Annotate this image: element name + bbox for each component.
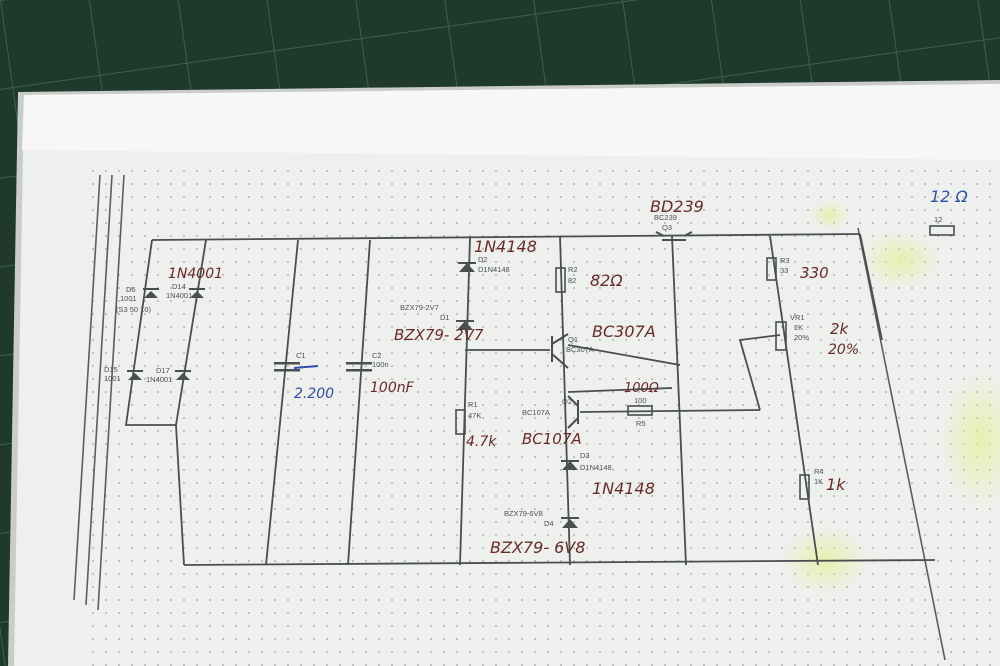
diode-d3 — [561, 460, 579, 470]
c1-strikeout — [293, 365, 319, 369]
label-d6-part: 1001 — [120, 294, 137, 303]
label-d4: D4 — [544, 519, 554, 528]
resistor-r3 — [766, 257, 777, 281]
zener-d4 — [561, 517, 579, 528]
potentiometer-vr1 — [775, 321, 787, 351]
capacitor-c2 — [346, 362, 372, 372]
resistor-right — [929, 225, 955, 236]
highlighter-mark — [810, 200, 850, 230]
highlighter-mark — [940, 370, 1000, 510]
note-r4: 1k — [826, 475, 846, 494]
diode-d6 — [143, 288, 159, 298]
label-r2: R2 — [568, 265, 578, 274]
note-d3: 1N4148 — [592, 479, 655, 498]
transistor-q3 — [655, 231, 693, 241]
resistor-r4 — [799, 474, 810, 500]
note-c2: 100nF — [370, 380, 415, 396]
diode-d15 — [127, 370, 143, 380]
label-q2-part: BC107A — [522, 408, 550, 417]
label-q1: Q1 — [568, 335, 578, 344]
resistor-r2 — [555, 267, 566, 293]
zener-d1 — [456, 320, 474, 330]
label-d15: D15 — [104, 365, 118, 374]
label-c2-value: 100n — [372, 360, 389, 369]
note-c1: 2.200 — [294, 386, 334, 402]
label-d15-part: 1001 — [104, 374, 121, 383]
note-q1: BC307A — [592, 322, 656, 341]
label-r4-value: 1K — [814, 477, 823, 486]
label-right-resistor: 12 — [934, 215, 942, 224]
label-q2: Q2 — [562, 397, 572, 406]
transistor-q1 — [551, 333, 569, 369]
label-c1: C1 — [296, 351, 306, 360]
note-d4: BZX79- 6V8 — [490, 538, 585, 557]
highlighter-mark — [860, 230, 940, 290]
note-vr1-tolerance: 20% — [828, 342, 859, 358]
circuit-traces — [124, 233, 936, 566]
label-d17: D17 — [156, 366, 170, 375]
note-d14: 1N4001 — [168, 266, 223, 282]
label-r5: R5 — [636, 419, 646, 428]
diode-d17 — [175, 370, 191, 380]
label-d14: D14 — [172, 282, 186, 291]
label-d4-part: BZX79-6V8 — [504, 509, 543, 518]
label-r3-value: 33 — [780, 266, 788, 275]
label-r5-value: 100 — [634, 396, 647, 405]
resistor-r5 — [627, 405, 653, 416]
label-r2-value: 82 — [568, 276, 576, 285]
label-r4: R4 — [814, 467, 824, 476]
label-d1: D1 — [440, 313, 450, 322]
note-right-resistor: 12 Ω — [930, 187, 968, 206]
label-d6-extra: (S3 50 10) — [116, 305, 152, 314]
label-c2: C2 — [372, 351, 382, 360]
dot-grid — [92, 168, 1000, 666]
label-d17-part: 1N4001 — [146, 375, 172, 384]
label-d3-part: D1N4148 — [580, 463, 612, 472]
label-d14-part: 1N4001 — [166, 291, 192, 300]
paper-top-margin — [22, 84, 1000, 160]
note-q2: BC107A — [522, 430, 582, 448]
resistor-r1 — [455, 409, 466, 435]
label-d1-part: BZX79-2V7 — [400, 303, 439, 312]
note-r3: 330 — [800, 264, 829, 282]
note-d2: 1N4148 — [474, 237, 537, 256]
label-q3: BC239 — [654, 213, 677, 222]
diode-d14 — [189, 288, 205, 298]
label-r1: R1 — [468, 400, 478, 409]
note-q3: BD239 — [650, 197, 704, 216]
note-d1: BZX79- 2V7 — [394, 326, 484, 344]
label-vr1-tolerance: 20% — [794, 333, 809, 342]
capacitor-c1 — [274, 362, 300, 372]
label-q1-part: BC307A — [566, 345, 594, 354]
label-vr1: VR1 — [790, 313, 805, 322]
label-d2-part: D1N4148 — [478, 265, 510, 274]
note-r2: 82Ω — [590, 271, 623, 290]
diode-d2 — [458, 262, 476, 272]
label-r1-value: 47K — [468, 411, 481, 420]
note-r1: 4.7k — [466, 434, 497, 450]
label-d6: D6 — [126, 285, 136, 294]
label-q3-ref: Q3 — [662, 223, 672, 232]
label-vr1-value: 2K — [794, 323, 803, 332]
transistor-q2 — [567, 395, 579, 429]
label-d2: D2 — [478, 255, 488, 264]
note-vr1-value: 2k — [830, 320, 850, 338]
drawing-frame — [73, 174, 946, 661]
label-r3: R3 — [780, 256, 790, 265]
label-d3: D3 — [580, 451, 590, 460]
note-r5: 100Ω — [624, 381, 659, 396]
